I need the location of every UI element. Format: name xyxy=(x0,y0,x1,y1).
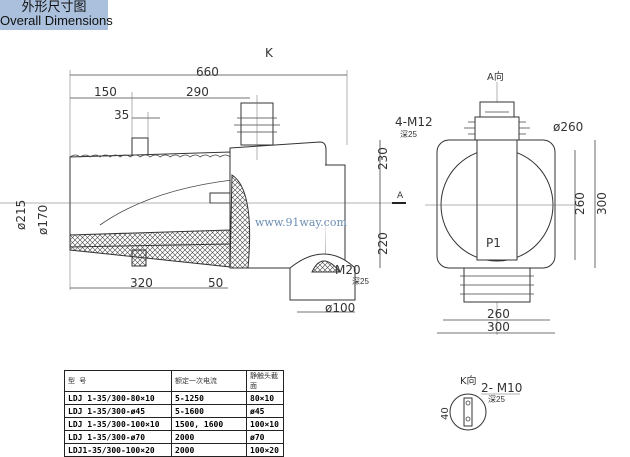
dim-320: 320 xyxy=(130,276,153,290)
cell: LDJ1-35/300-100×20 xyxy=(64,443,172,457)
watermark: www.91way.com xyxy=(255,216,347,229)
dim-150: 150 xyxy=(94,85,117,99)
cell: LDJ 1-35/300-80×10 xyxy=(64,391,172,405)
dim-m12-depth: 深25 xyxy=(400,130,417,139)
dim-170: ø170 xyxy=(36,205,50,235)
view-k-label: K xyxy=(265,46,274,60)
technical-drawing: K 660 150 290 35 230 220 xyxy=(0,46,609,431)
col-model: 型 号 xyxy=(64,370,172,392)
dim-100: ø100 xyxy=(325,301,355,315)
dim-220: 220 xyxy=(376,232,390,255)
cell: LDJ 1-35/300-100×10 xyxy=(64,417,172,431)
col-contact: 静触头截面 xyxy=(246,370,284,392)
dim-300-v: 300 xyxy=(595,192,609,215)
dim-230: 230 xyxy=(376,147,390,170)
side-view: 660 150 290 35 230 220 ø215 ø170 320 50 … xyxy=(0,65,406,315)
dim-m20: M20 xyxy=(335,263,361,277)
p1-label: P1 xyxy=(486,236,501,250)
dim-215: ø215 xyxy=(14,200,28,230)
dim-m20-depth: 深25 xyxy=(352,277,369,286)
k-view-label: K向 xyxy=(460,374,477,387)
cell: 100×20 xyxy=(246,443,284,457)
title-box: 外形尺寸图 Overall Dimensions xyxy=(0,0,113,30)
k-view-depth: 深25 xyxy=(488,395,505,404)
dim-35: 35 xyxy=(114,108,129,122)
title-cn: 外形尺寸图 xyxy=(21,0,87,14)
cell: ø45 xyxy=(246,404,284,418)
end-view: A向 P1 4-M12 深25 ø260 260 300 260 300 xyxy=(395,70,609,335)
cell: LDJ 1-35/300-ø70 xyxy=(64,430,172,444)
dim-50: 50 xyxy=(208,276,223,290)
dim-300-h: 300 xyxy=(487,320,510,334)
cell: ø70 xyxy=(246,430,284,444)
k-view-dim: 40 xyxy=(440,407,451,420)
col-current: 额定一次电流 xyxy=(171,370,247,392)
dim-660: 660 xyxy=(196,65,219,79)
cell: 2000 xyxy=(171,430,247,444)
k-view: K向 2- M10 深25 40 xyxy=(440,374,522,431)
dim-4-m12: 4-M12 xyxy=(395,115,433,129)
dim-260-circle: ø260 xyxy=(553,120,583,134)
dim-290: 290 xyxy=(186,85,209,99)
title-en: Overall Dimensions xyxy=(0,13,113,28)
dim-260-v: 260 xyxy=(573,192,587,215)
cell: 100×10 xyxy=(246,417,284,431)
cell: 2000 xyxy=(171,443,247,457)
section-a-label: A xyxy=(397,191,404,201)
dim-260-h: 260 xyxy=(487,307,510,321)
cell: LDJ 1-35/300-ø45 xyxy=(64,404,172,418)
cell: 1500, 1600 xyxy=(171,417,247,431)
cell: 5-1250 xyxy=(171,391,247,405)
view-a-label: A向 xyxy=(487,70,504,83)
k-view-thread: 2- M10 xyxy=(481,381,522,395)
cell: 5-1600 xyxy=(171,404,247,418)
cell: 80×10 xyxy=(246,391,284,405)
table-header-row: 型 号 额定一次电流 静触头截面 xyxy=(64,370,284,392)
